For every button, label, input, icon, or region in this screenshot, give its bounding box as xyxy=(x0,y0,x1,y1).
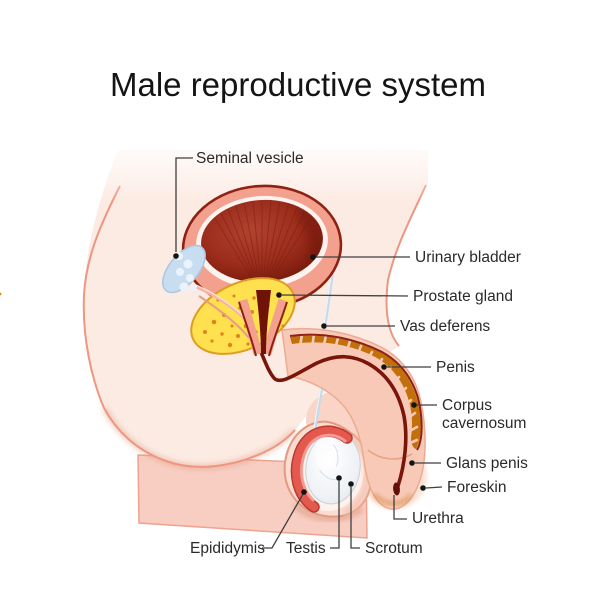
leader-urinary-bladder xyxy=(310,254,410,260)
label-glans-penis: Glans penis xyxy=(446,455,528,472)
leader-lines xyxy=(173,157,443,549)
label-scrotum: Scrotum xyxy=(365,540,423,557)
label-penis: Penis xyxy=(436,359,475,376)
leader-testis xyxy=(330,475,342,549)
leader-glans-penis xyxy=(409,460,441,466)
leader-vas-deferens xyxy=(321,323,395,329)
label-corpus-cavernosum-line1: Corpus xyxy=(442,397,492,414)
urethra-channel xyxy=(256,290,271,354)
penis-illustration xyxy=(259,327,426,510)
leader-epididymis xyxy=(262,489,307,549)
label-epididymis: Epididymis xyxy=(190,540,265,557)
leader-corpus-cavernosum xyxy=(411,402,437,408)
penis-dorsal-outline xyxy=(289,333,423,451)
label-seminal-vesicle: Seminal vesicle xyxy=(196,150,304,167)
urethra-illustration xyxy=(259,350,408,496)
leader-prostate-gland xyxy=(276,292,409,298)
buttock-outline xyxy=(103,407,296,468)
label-prostate-gland: Prostate gland xyxy=(413,288,513,305)
page-title: Male reproductive system xyxy=(110,66,486,103)
glans-glow xyxy=(372,492,413,506)
label-urethra: Urethra xyxy=(412,510,464,527)
label-vas-deferens: Vas deferens xyxy=(400,318,490,335)
label-testis: Testis xyxy=(286,540,326,557)
labels: Seminal vesicle Urinary bladder Prostate… xyxy=(190,150,528,557)
label-corpus-cavernosum-line2: cavernosum xyxy=(442,415,526,432)
back-outline xyxy=(82,185,121,409)
label-urinary-bladder: Urinary bladder xyxy=(415,249,521,266)
scrotum-shadow xyxy=(293,503,364,521)
leader-urethra xyxy=(393,495,407,520)
label-foreskin: Foreskin xyxy=(447,479,506,496)
leader-scrotum xyxy=(348,481,360,549)
leader-foreskin xyxy=(420,485,443,491)
foreskin-edge xyxy=(367,449,413,460)
abdomen-front-outline xyxy=(385,184,427,347)
bladder-neck-funnel xyxy=(238,290,288,357)
leader-seminal-vesicle xyxy=(173,157,193,259)
seminal-vesicle-illustration xyxy=(162,244,206,294)
leader-penis xyxy=(381,364,431,370)
urinary-bladder-illustration xyxy=(181,184,343,310)
penis-shaft xyxy=(281,327,426,510)
urethra-opening xyxy=(393,482,400,496)
